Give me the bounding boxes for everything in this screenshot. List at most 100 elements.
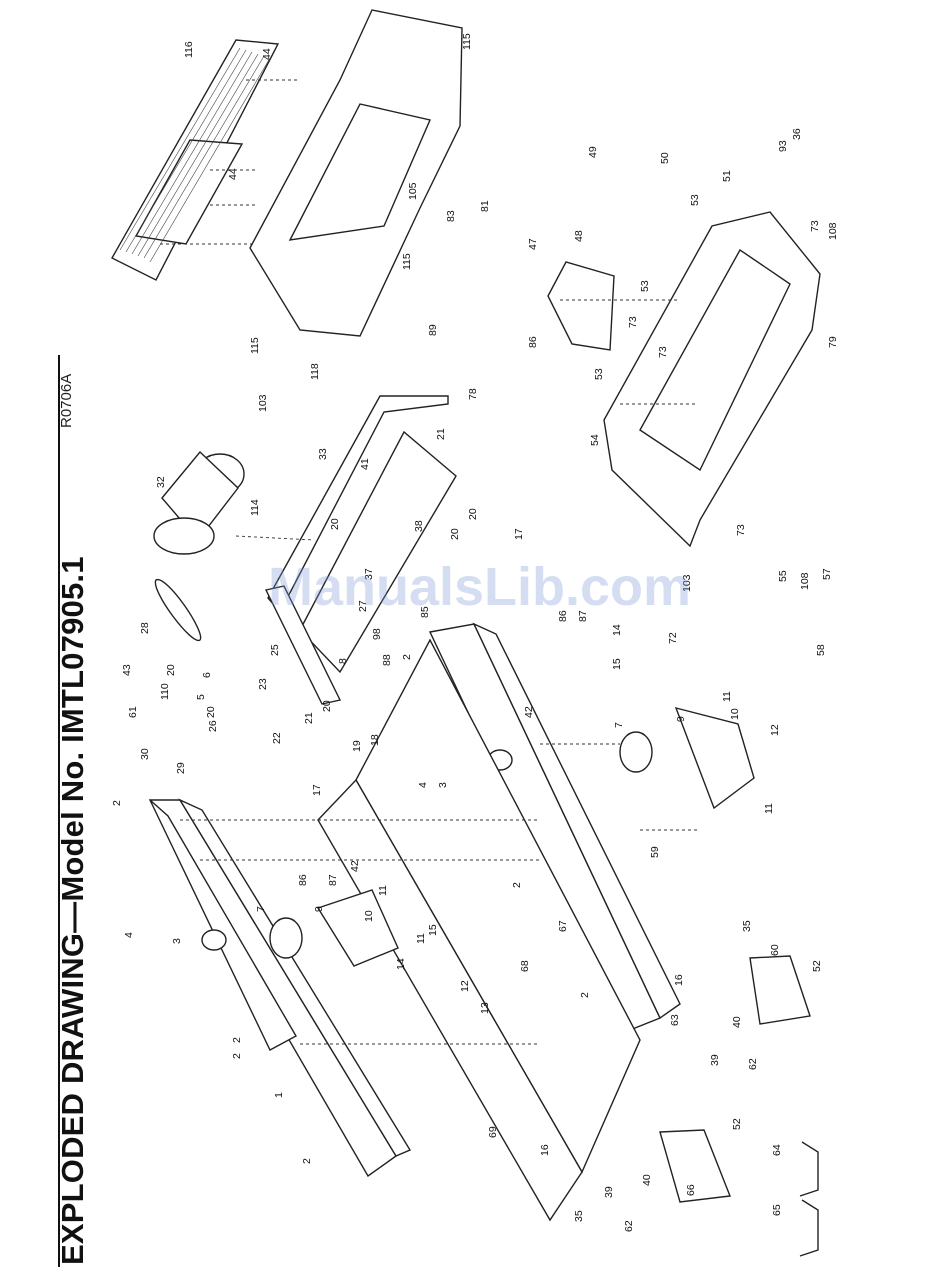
part-callout-11: 11 <box>721 691 733 702</box>
part-callout-20: 20 <box>467 508 479 520</box>
part-callout-19: 19 <box>351 740 363 752</box>
part-callout-48: 48 <box>573 230 585 242</box>
part-callout-2: 2 <box>579 992 591 998</box>
part-callout-108: 108 <box>799 572 811 590</box>
part-callout-38: 38 <box>413 520 425 532</box>
motor-cover-part <box>249 9 463 337</box>
part-callout-114: 114 <box>249 499 261 516</box>
part-callout-68: 68 <box>519 960 531 972</box>
part-callout-86: 86 <box>297 874 309 886</box>
part-callout-103: 103 <box>257 394 269 412</box>
part-callout-61: 61 <box>127 706 139 718</box>
part-callout-2: 2 <box>301 1158 313 1164</box>
part-callout-67: 67 <box>557 920 569 932</box>
part-callout-115: 115 <box>461 33 473 50</box>
part-callout-7: 7 <box>613 722 625 728</box>
part-callout-10: 10 <box>363 910 375 922</box>
leveling-legs-part <box>799 1141 819 1257</box>
part-callout-11: 11 <box>763 803 775 814</box>
part-callout-53: 53 <box>639 280 651 292</box>
part-callout-78: 78 <box>467 388 479 400</box>
part-callout-16: 16 <box>673 974 685 986</box>
part-callout-93: 93 <box>777 140 789 152</box>
part-callout-41: 41 <box>359 458 371 470</box>
part-callout-29: 29 <box>175 762 187 774</box>
part-callout-60: 60 <box>769 944 781 956</box>
rear-feet-part <box>659 955 811 1203</box>
hood-part <box>111 39 280 281</box>
part-callout-54: 54 <box>589 434 601 446</box>
part-callout-15: 15 <box>611 658 623 670</box>
part-callout-115: 115 <box>249 337 261 354</box>
part-callout-89: 89 <box>427 324 439 336</box>
part-callout-63: 63 <box>669 1014 681 1026</box>
part-callout-86: 86 <box>557 610 569 622</box>
part-callout-20: 20 <box>449 528 461 540</box>
part-callout-7: 7 <box>255 906 267 912</box>
part-callout-33: 33 <box>317 448 329 460</box>
part-callout-65: 65 <box>771 1204 783 1216</box>
part-callout-21: 21 <box>303 712 315 724</box>
title-band: EXPLODED DRAWING—Model No. IMTL07905.1 R… <box>0 0 90 1276</box>
part-callout-20: 20 <box>329 518 341 530</box>
right-rail-part <box>428 622 681 1035</box>
part-callout-3: 3 <box>171 938 183 944</box>
part-callout-52: 52 <box>811 960 823 972</box>
part-callout-39: 39 <box>709 1054 721 1066</box>
title-rule <box>58 355 60 1267</box>
part-callout-11: 11 <box>415 933 427 944</box>
part-callout-30: 30 <box>139 748 151 760</box>
part-callout-40: 40 <box>641 1174 653 1186</box>
part-callout-62: 62 <box>747 1058 759 1070</box>
part-callout-16: 16 <box>539 1144 551 1156</box>
part-callout-4: 4 <box>417 782 429 788</box>
part-callout-20: 20 <box>165 664 177 676</box>
part-callout-98: 98 <box>371 628 383 640</box>
left-rail-part <box>148 798 412 1178</box>
part-callout-53: 53 <box>689 194 701 206</box>
part-callout-17: 17 <box>311 784 323 796</box>
part-callout-66: 66 <box>685 1184 697 1196</box>
part-callout-57: 57 <box>821 568 833 580</box>
part-callout-12: 12 <box>769 724 781 736</box>
part-callout-2: 2 <box>231 1053 243 1059</box>
part-callout-42: 42 <box>523 706 535 718</box>
part-callout-118: 118 <box>309 363 321 380</box>
walking-belt-part <box>317 638 641 1222</box>
part-callout-42: 42 <box>349 860 361 872</box>
part-callout-88: 88 <box>381 654 393 666</box>
part-callout-64: 64 <box>771 1144 783 1156</box>
part-callout-58: 58 <box>815 644 827 656</box>
part-callout-14: 14 <box>395 958 407 970</box>
part-callout-73: 73 <box>735 524 747 536</box>
watermark: ManualsLib.com <box>268 557 692 617</box>
part-callout-53: 53 <box>593 368 605 380</box>
part-callout-26: 26 <box>207 720 219 732</box>
part-callout-44: 44 <box>261 48 273 60</box>
part-callout-83: 83 <box>445 210 457 222</box>
part-callout-87: 87 <box>577 610 589 622</box>
base-frame-part <box>547 211 821 548</box>
upright-frame-part <box>264 395 457 705</box>
part-callout-9: 9 <box>313 906 325 912</box>
part-callout-105: 105 <box>407 182 419 200</box>
part-callout-14: 14 <box>611 624 623 636</box>
part-callout-9: 9 <box>675 716 687 722</box>
part-callout-11: 11 <box>377 885 389 896</box>
part-callout-21: 21 <box>435 428 447 440</box>
part-callout-43: 43 <box>121 664 133 676</box>
part-callout-2: 2 <box>111 800 123 806</box>
part-callout-62: 62 <box>623 1220 635 1232</box>
part-callout-50: 50 <box>659 152 671 164</box>
part-callout-28: 28 <box>139 622 151 634</box>
part-callout-39: 39 <box>603 1186 615 1198</box>
part-callout-51: 51 <box>721 170 733 182</box>
part-callout-2: 2 <box>231 1037 243 1043</box>
part-callout-115: 115 <box>401 253 413 270</box>
part-callout-47: 47 <box>527 238 539 250</box>
roller-pulley-part <box>269 706 755 967</box>
part-callout-73: 73 <box>657 346 669 358</box>
part-callout-73: 73 <box>809 220 821 232</box>
